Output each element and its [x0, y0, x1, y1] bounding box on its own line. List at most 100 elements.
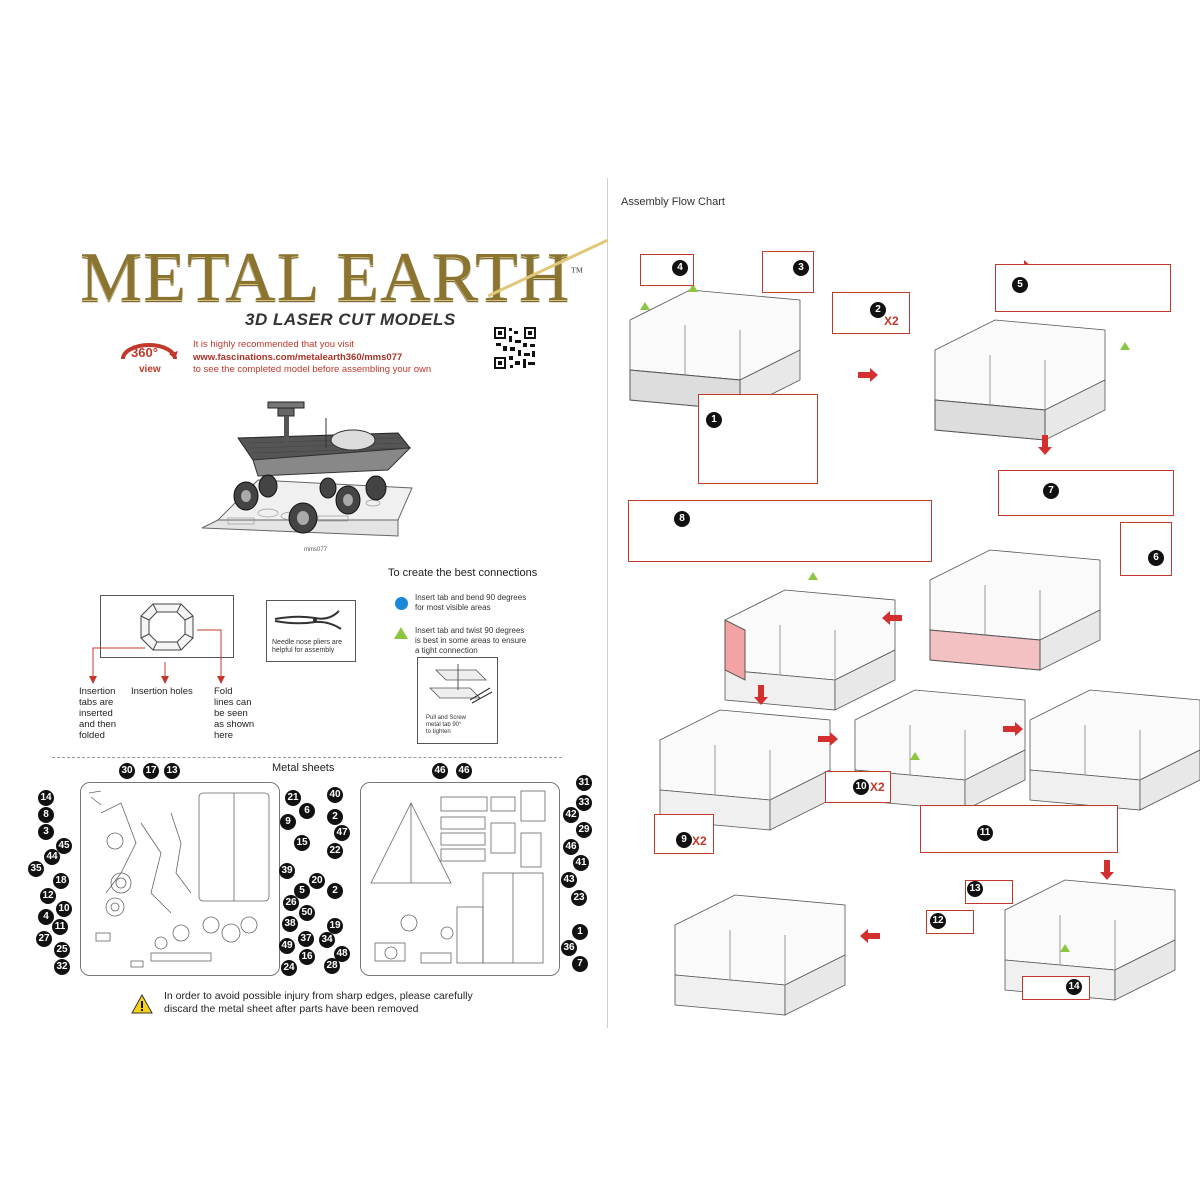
- twist-caption-line: metal tab 90°: [426, 722, 462, 728]
- sheet1-part-number-10: 10: [56, 901, 72, 917]
- tip-blue-line: Insert tab and bend 90 degrees: [415, 593, 527, 602]
- brand-title: METAL EARTH™: [80, 239, 585, 316]
- insertion-tabs-line: and then: [79, 719, 116, 730]
- stage-1-frame: [629, 289, 801, 411]
- metal-sheet-1-parts: [88, 790, 270, 968]
- flow-step-number-12: 12: [930, 913, 946, 929]
- sheet1-part-number-13: 13: [164, 763, 180, 779]
- octagon-part-icon: [140, 603, 194, 651]
- sheet1-part-number-17: 17: [143, 763, 159, 779]
- sheet1-part-number-4: 4: [38, 909, 54, 925]
- fold-line: here: [214, 730, 234, 741]
- 360-view-badge: 360° view: [121, 343, 178, 375]
- warning-icon: [131, 994, 153, 1014]
- sheet2-part-number-2: 2: [327, 809, 343, 825]
- stage-final-frame: [674, 894, 846, 1016]
- sheet1-part-number-35: 35: [28, 861, 44, 877]
- model-code: mms077: [304, 547, 328, 553]
- sheet2-part-number-1: 1: [572, 924, 588, 940]
- sheet2-part-number-48: 48: [334, 946, 350, 962]
- rover-model-image: [201, 401, 413, 537]
- flow-step-number-6: 6: [1148, 550, 1164, 566]
- multiplier-step10: X2: [870, 780, 885, 794]
- fold-lines-label: Fold lines can be seen as shown here: [214, 686, 254, 741]
- trademark: ™: [570, 264, 585, 279]
- multiplier-step2: X2: [884, 314, 899, 328]
- insertion-tabs-label: Insertion tabs are inserted and then fol…: [79, 686, 116, 741]
- tip-green-line: is best in some areas to ensure: [415, 636, 527, 645]
- twist-tab-illustration: [429, 664, 493, 704]
- metal-sheet-2: [360, 782, 560, 976]
- flow-step-number-9: 9: [676, 832, 692, 848]
- fold-line: be seen: [214, 708, 248, 719]
- fold-line: as shown: [214, 719, 255, 730]
- fold-line: Fold: [214, 686, 233, 697]
- warning-line: discard the metal sheet after parts have…: [164, 1002, 419, 1015]
- sheet2-part-number-46: 46: [563, 839, 579, 855]
- flow-step-number-1: 1: [706, 412, 722, 428]
- flow-step-number-2: 2: [870, 302, 886, 318]
- flow-step-number-11: 11: [977, 825, 993, 841]
- insertion-holes-label: Insertion holes: [131, 686, 193, 697]
- badge-360-text: 360°: [131, 345, 158, 360]
- metal-sheet-2-parts: [370, 790, 546, 964]
- sheet2-part-number-47: 47: [334, 825, 350, 841]
- sheet1-part-number-16: 16: [299, 949, 315, 965]
- insertion-tabs-line: folded: [79, 730, 105, 741]
- pliers-note-line: Needle nose pliers are: [272, 639, 343, 646]
- flow-step-number-10: 10: [853, 779, 869, 795]
- recommend-line3: to see the completed model before assemb…: [193, 364, 432, 375]
- twist-tab-diagram: Pull and Screw metal tab 90° to tighten: [417, 657, 498, 744]
- page-divider: [607, 178, 608, 1028]
- recommend-url[interactable]: www.fascinations.com/metalearth360/mms07…: [193, 351, 403, 363]
- flow-step-number-4: 4: [672, 260, 688, 276]
- sheet2-part-number-46: 46: [456, 763, 472, 779]
- callout-step-1: [698, 394, 818, 484]
- sheet1-part-number-45: 45: [56, 838, 72, 854]
- sheet2-part-number-2: 2: [327, 883, 343, 899]
- sheet1-part-number-9: 9: [280, 814, 296, 830]
- multiplier-step9: X2: [692, 834, 707, 848]
- dashed-separator: [52, 757, 562, 758]
- tip-green-line: a tight connection: [415, 646, 478, 655]
- sheet2-part-number-46: 46: [432, 763, 448, 779]
- sheet2-part-number-31: 31: [576, 775, 592, 791]
- fold-line: lines can: [214, 697, 252, 708]
- sheet2-part-number-22: 22: [327, 843, 343, 859]
- tip-blue: Insert tab and bend 90 degrees for most …: [415, 593, 526, 613]
- sheet1-part-number-44: 44: [44, 849, 60, 865]
- sheet1-part-number-37: 37: [298, 931, 314, 947]
- qr-code-icon: [493, 326, 537, 370]
- insertion-tabs-line: inserted: [79, 708, 113, 719]
- sheet2-part-number-33: 33: [576, 795, 592, 811]
- sheet1-part-number-27: 27: [36, 931, 52, 947]
- sheet2-part-number-41: 41: [573, 855, 589, 871]
- sheet1-part-number-18: 18: [53, 873, 69, 889]
- sheet2-part-number-19: 19: [327, 918, 343, 934]
- sheet2-part-number-43: 43: [561, 872, 577, 888]
- sheet1-part-number-6: 6: [299, 803, 315, 819]
- stage-5-frame: [659, 709, 831, 831]
- stage-4-frame: [724, 589, 896, 711]
- sheet1-part-number-38: 38: [282, 916, 298, 932]
- tip-blue-line: for most visible areas: [415, 603, 491, 612]
- sheet1-part-number-3: 3: [38, 824, 54, 840]
- green-triangle-icon: [394, 627, 408, 639]
- sheet1-part-number-25: 25: [54, 942, 70, 958]
- stage-3-frame: [929, 549, 1101, 671]
- sheet1-part-number-20: 20: [309, 873, 325, 889]
- sheet1-part-number-14: 14: [38, 790, 54, 806]
- sheet2-part-number-42: 42: [563, 807, 579, 823]
- sheet2-part-number-29: 29: [576, 822, 592, 838]
- sheet1-part-number-8: 8: [38, 807, 54, 823]
- sheet1-part-number-32: 32: [54, 959, 70, 975]
- insertion-tabs-line: tabs are: [79, 697, 114, 708]
- sheet2-part-number-40: 40: [327, 787, 343, 803]
- connections-title: To create the best connections: [388, 567, 538, 579]
- badge-view-text: view: [139, 364, 161, 375]
- flow-step-number-3: 3: [793, 260, 809, 276]
- sheet1-part-number-49: 49: [279, 938, 295, 954]
- stage-7-frame: [1029, 689, 1200, 811]
- metal-sheets-title: Metal sheets: [272, 762, 335, 774]
- insertion-callout-lines: [89, 629, 225, 684]
